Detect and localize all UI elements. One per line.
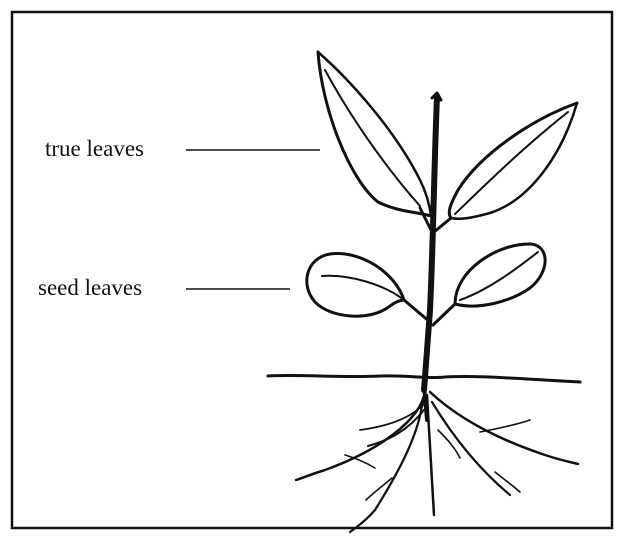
seed-leaves-label: seed leaves bbox=[38, 275, 142, 300]
stem bbox=[424, 96, 437, 390]
true-leaf-right-petiole bbox=[434, 218, 451, 232]
roots bbox=[296, 385, 578, 532]
seed-leaf-left bbox=[307, 254, 430, 322]
seed-leaf-right bbox=[433, 244, 545, 325]
true-leaves-label: true leaves bbox=[45, 136, 144, 161]
true-leaf-left bbox=[318, 52, 431, 216]
true-leaf-right bbox=[449, 103, 577, 219]
diagram-frame bbox=[12, 12, 612, 528]
plant bbox=[268, 52, 580, 532]
